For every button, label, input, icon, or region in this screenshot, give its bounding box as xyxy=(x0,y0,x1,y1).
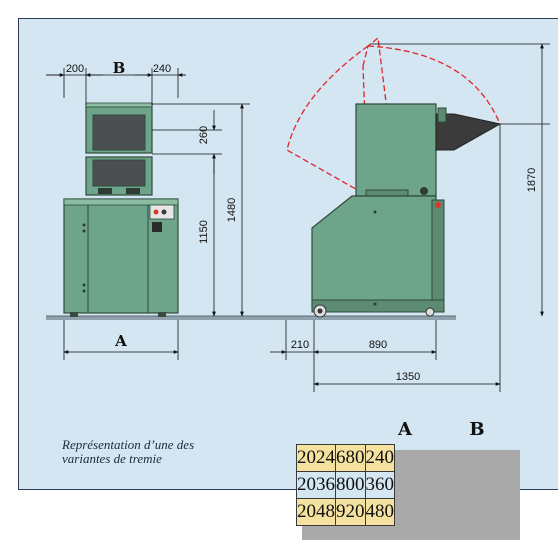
feed-height-label: 1150 xyxy=(198,220,210,244)
ground-line xyxy=(46,315,456,320)
total-height-front-label: 1480 xyxy=(226,198,238,222)
dimension-b-label: B xyxy=(113,59,126,77)
side-view-machine xyxy=(286,36,502,318)
column-header-b: B xyxy=(469,419,485,440)
caption-line-2: variantes de tremie xyxy=(62,451,162,466)
rear-offset-label: 210 xyxy=(291,339,309,351)
hopper-height-label: 260 xyxy=(198,126,210,144)
model-cell: 2048 xyxy=(296,498,336,526)
front-view-machine xyxy=(63,102,179,317)
caption-line-1: Représentation d’une des xyxy=(62,437,195,452)
side-total-height-label: 1870 xyxy=(526,168,538,192)
side-length-label: 890 xyxy=(369,339,387,351)
variants-grid: 2024 680 240 2036 800 360 2048 920 480 xyxy=(296,444,395,526)
model-cell: 2036 xyxy=(296,471,336,499)
table-row: 2036 800 360 xyxy=(296,471,395,499)
b-cell: 360 xyxy=(364,471,395,499)
caption: Représentation d’une des variantes de tr… xyxy=(62,438,194,466)
table-row: 2048 920 480 xyxy=(296,498,395,526)
front-dimensions: 200 B 240 A 260 1150 1480 xyxy=(46,59,250,360)
dimension-a-label: A xyxy=(114,332,127,350)
column-header-a: A xyxy=(398,419,412,440)
table-row: 2024 680 240 xyxy=(296,444,395,472)
front-left-width-label: 200 xyxy=(66,63,84,75)
model-cell: 2024 xyxy=(296,444,336,472)
b-cell: 240 xyxy=(364,444,395,472)
a-cell: 680 xyxy=(335,444,366,472)
front-right-width-label: 240 xyxy=(153,63,171,75)
a-cell: 800 xyxy=(335,471,366,499)
overall-length-label: 1350 xyxy=(396,371,420,383)
side-dimensions: 1870 210 890 1350 xyxy=(270,43,550,392)
b-cell: 480 xyxy=(364,498,395,526)
a-cell: 920 xyxy=(335,498,366,526)
